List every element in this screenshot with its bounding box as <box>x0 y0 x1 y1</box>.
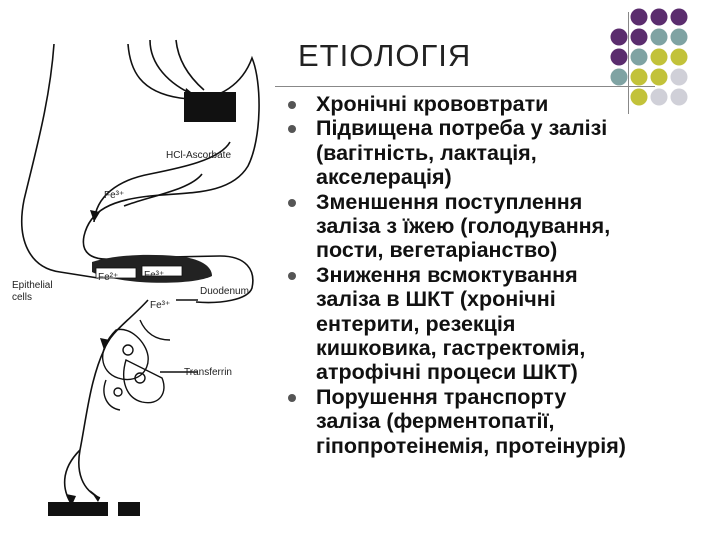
decorative-dot <box>670 48 688 66</box>
bullet-dot-icon <box>288 271 296 280</box>
decorative-vertical-line <box>628 12 629 114</box>
blackbox-bottom-right <box>118 502 140 516</box>
bullet-dot-icon <box>288 125 296 134</box>
bullet-dot-icon <box>288 198 296 207</box>
decorative-dot <box>670 8 688 26</box>
decorative-dot <box>650 48 668 66</box>
bullet-item: Зниження всмоктування заліза в ШКТ (хрон… <box>288 263 708 385</box>
esophagus-outline <box>20 43 99 279</box>
decorative-dot <box>630 68 648 86</box>
label-epithelial-cells: Epithelial cells <box>12 280 55 303</box>
iron-absorption-diagram: HCl-Ascorbate Fe³⁺ Fe²⁺ Fe³⁺ Epithelial … <box>12 39 260 516</box>
label-fe3-top: Fe³⁺ <box>104 190 124 201</box>
villi-structure <box>101 319 171 411</box>
blackbox-top <box>184 92 236 122</box>
blackbox-bottom-left <box>48 502 108 516</box>
label-fe2: Fe²⁺ <box>98 272 118 283</box>
bullet-dot-icon <box>288 393 296 402</box>
etiology-bullet-list: Хронічні крововтрати Підвищена потреба у… <box>288 92 708 458</box>
bullet-text: Порушення транспорту заліза (ферментопат… <box>316 384 626 458</box>
slide-title: ЕТІОЛОГІЯ <box>298 38 472 73</box>
bullet-text: Підвищена потреба у залізі (вагітність, … <box>316 116 608 190</box>
decorative-dot <box>630 48 648 66</box>
bullet-item: Хронічні крововтрати <box>288 92 708 116</box>
label-fe3-band: Fe³⁺ <box>144 270 164 281</box>
bullet-text: Зменшення поступлення заліза з їжею (гол… <box>316 189 611 263</box>
bullet-item: Підвищена потреба у залізі (вагітність, … <box>288 116 708 189</box>
label-duodenum: Duodenum <box>200 286 249 297</box>
decorative-dot <box>650 28 668 46</box>
decorative-dot <box>610 48 628 66</box>
label-fe3-lower: Fe³⁺ <box>150 300 170 311</box>
decorative-dot <box>670 28 688 46</box>
decorative-dot <box>610 28 628 46</box>
decorative-dot <box>630 28 648 46</box>
decorative-dot <box>670 68 688 86</box>
label-hcl-ascorbate: HCl-Ascorbate <box>166 150 231 161</box>
bullet-text: Зниження всмоктування заліза в ШКТ (хрон… <box>316 262 586 385</box>
decorative-dot <box>650 8 668 26</box>
bullet-item: Зменшення поступлення заліза з їжею (гол… <box>288 190 708 263</box>
bullet-item: Порушення транспорту заліза (ферментопат… <box>288 385 708 458</box>
decorative-dot <box>650 68 668 86</box>
decorative-horizontal-line <box>275 86 655 87</box>
label-transferrin: Transferrin <box>184 367 232 378</box>
decorative-dot <box>610 68 628 86</box>
decorative-dot <box>630 8 648 26</box>
bullet-text: Хронічні крововтрати <box>316 92 549 116</box>
bullet-dot-icon <box>288 101 296 109</box>
